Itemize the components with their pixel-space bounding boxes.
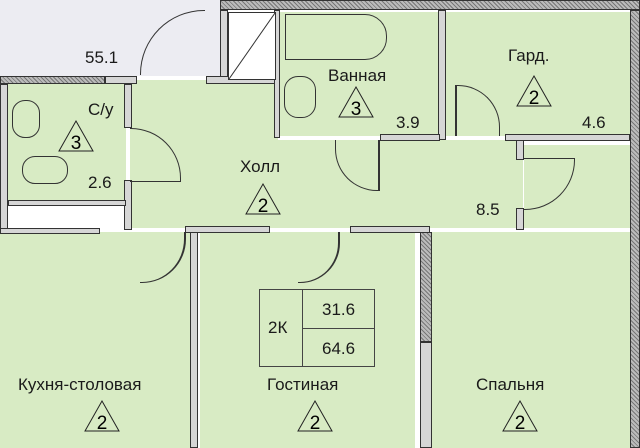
wall [185,226,270,233]
room-bedroom [432,232,640,448]
bathtub-icon [285,14,387,60]
shower-cabin [228,12,276,80]
wall [8,200,126,206]
class-triangle-icon: 2 [502,399,538,434]
room-name: Кухня-столовая [18,375,142,394]
room-name: Спальня [476,375,545,394]
class-triangle-icon: 2 [84,399,120,434]
wall [124,84,132,128]
class-triangle-icon: 3 [338,85,374,120]
room-area: 3.9 [396,113,420,132]
room-name: С/у [88,100,114,119]
room-name: Гостиная [267,375,339,394]
wall [420,342,432,448]
room-class: 2 [258,196,269,217]
total-area: 64.6 [322,339,356,358]
wall [630,10,640,448]
room-area: 2.6 [88,173,112,192]
wall [0,84,8,234]
room-count: 2К [268,318,288,337]
wall [380,134,440,141]
room-class: 3 [71,133,82,154]
wall [220,10,228,84]
toilet-icon [22,156,68,184]
wall [516,208,524,230]
room-name: Гард. [508,46,550,65]
room-name: Холл [240,157,281,176]
room-class: 2 [97,413,108,434]
total-area-label: 55.1 [85,48,119,67]
wall [505,134,630,141]
wall [190,232,198,448]
class-triangle-icon: 2 [245,182,281,217]
apartment-summary: 2К 31.6 64.6 [259,289,375,367]
room-name: Ванная [328,66,387,85]
wall [105,76,137,84]
room-class: 2 [529,88,540,109]
room-area: 8.5 [476,200,500,219]
living-area: 31.6 [322,300,356,319]
wall [220,0,640,10]
sink-icon [12,100,40,138]
wall [420,232,432,342]
wall [0,228,100,234]
class-triangle-icon: 2 [516,74,552,109]
wall [516,140,524,160]
room-class: 2 [515,413,526,434]
class-triangle-icon: 2 [297,399,333,434]
sink-icon [284,76,316,118]
wall [0,76,105,84]
room-area: 4.6 [582,113,606,132]
room-hall-corridor [275,140,523,228]
wall [350,226,430,233]
room-class: 3 [351,99,362,120]
room-class: 2 [310,413,321,434]
class-triangle-icon: 3 [58,119,94,154]
wall [438,10,446,140]
